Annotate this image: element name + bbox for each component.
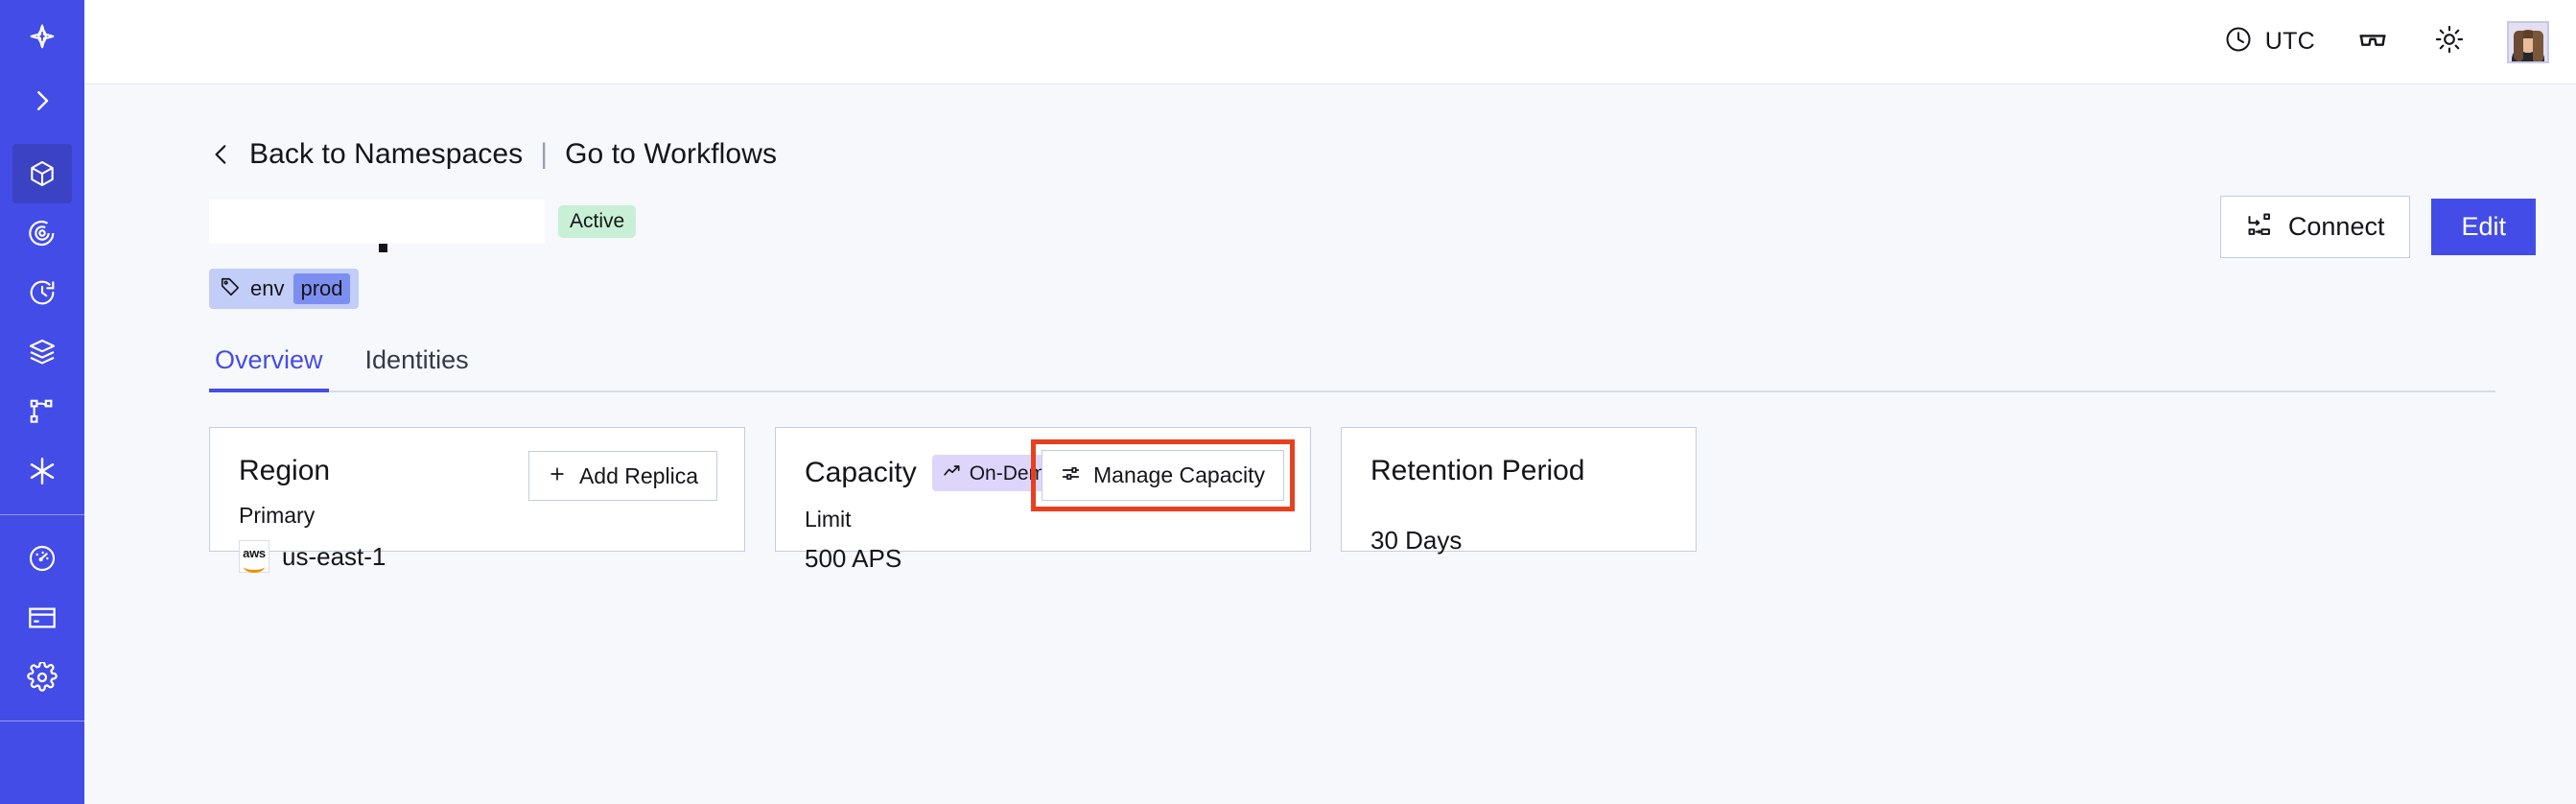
aws-logo-smile [244, 560, 265, 573]
region-primary-label: Primary [239, 503, 316, 528]
main-area: UTC [84, 0, 2576, 804]
retention-value: 30 Days [1370, 526, 1463, 555]
theme-toggle-button[interactable] [2430, 23, 2469, 61]
add-replica-label: Add Replica [578, 462, 698, 488]
sun-icon [2434, 24, 2465, 59]
connect-icon [2246, 211, 2273, 243]
add-replica-button[interactable]: Add Replica [527, 451, 717, 501]
chevron-right-icon [28, 86, 57, 115]
breadcrumb-separator: | [540, 138, 549, 170]
aws-logo-icon: aws [239, 540, 269, 573]
sidebar-item-nexus[interactable] [12, 441, 72, 501]
workflow-graph-icon [28, 397, 57, 426]
tag-key: env [250, 276, 285, 300]
tab-overview[interactable]: Overview [209, 345, 329, 392]
clock-icon [2224, 25, 2253, 59]
sliders-icon [1061, 463, 1081, 487]
status-badge: Active [558, 205, 637, 238]
namespace-name-redacted [209, 200, 545, 252]
sidebar-item-batch-operations[interactable] [12, 322, 72, 382]
edit-button[interactable]: Edit [2431, 199, 2536, 255]
sidebar-item-settings[interactable] [12, 648, 72, 707]
manage-capacity-button[interactable]: Manage Capacity [1042, 450, 1284, 501]
breadcrumb-back-link[interactable]: Back to Namespaces [249, 138, 524, 170]
credit-card-icon [27, 603, 58, 633]
sidebar-item-usage[interactable] [12, 529, 72, 588]
avatar-hair-right [2533, 30, 2543, 61]
manage-capacity-highlight: Manage Capacity [1031, 439, 1295, 511]
connect-button-label: Connect [2287, 212, 2385, 241]
top-bar-actions: UTC [2224, 20, 2549, 63]
asterisk-icon [26, 455, 59, 487]
region-value-row: aws us-east-1 [239, 540, 715, 573]
header-actions: Connect Edit [2219, 196, 2536, 258]
page-content: Back to Namespaces | Go to Workflows Act… [84, 84, 2576, 804]
plus-icon [548, 464, 567, 487]
chevron-left-icon[interactable] [209, 138, 234, 171]
aws-logo-text: aws [243, 545, 266, 560]
region-value: us-east-1 [282, 541, 386, 571]
glasses-button[interactable] [2354, 23, 2392, 61]
timezone-selector[interactable]: UTC [2224, 25, 2315, 59]
clock-history-icon [27, 277, 58, 308]
cube-icon [27, 158, 58, 189]
sidebar-item-expand-nav[interactable] [12, 71, 72, 130]
region-card-title: Region [239, 455, 331, 486]
card-retention-period: Retention Period 30 Days [1341, 427, 1697, 555]
avatar-fringe [2519, 30, 2538, 38]
gauge-icon [27, 543, 58, 574]
temporal-logo-icon [26, 22, 59, 55]
layers-icon [27, 337, 58, 367]
breadcrumb-workflows-link[interactable]: Go to Workflows [565, 138, 778, 170]
top-bar: UTC [84, 0, 2576, 84]
trending-up-icon [943, 461, 962, 485]
sidebar-item-temporal-logo[interactable] [12, 6, 72, 71]
manage-capacity-label: Manage Capacity [1093, 462, 1265, 487]
gear-icon [27, 662, 58, 693]
retention-card-title: Retention Period [1370, 455, 1585, 486]
namespace-header-row: Active Connect Edit [209, 196, 2536, 258]
card-region: Region Add Replica Primary aws [209, 427, 745, 573]
card-capacity: Capacity On-Demand [775, 427, 1311, 573]
timezone-label: UTC [2264, 28, 2315, 55]
breadcrumb: Back to Namespaces | Go to Workflows [209, 138, 2536, 171]
sidebar-item-observability[interactable] [12, 203, 72, 263]
eye-icon [27, 218, 58, 248]
capacity-card-title: Capacity [805, 457, 917, 488]
namespace-tags: env prod [209, 269, 2536, 309]
tag-value: prod [293, 273, 350, 304]
connect-button[interactable]: Connect [2219, 196, 2411, 258]
glasses-icon [2356, 23, 2389, 60]
primary-sidebar [0, 0, 84, 804]
sidebar-item-billing[interactable] [12, 588, 72, 648]
capacity-limit-label: Limit [805, 507, 852, 532]
tab-bar: Overview Identities [209, 345, 2495, 392]
tag-env[interactable]: env prod [209, 269, 359, 309]
tag-icon [220, 276, 241, 301]
overview-cards: Region Add Replica Primary aws [209, 427, 2536, 573]
region-card-head: Region [239, 455, 715, 487]
capacity-limit-value: 500 APS [805, 544, 902, 573]
retention-card-head: Retention Period [1370, 455, 1667, 487]
sidebar-item-workflows[interactable] [12, 382, 72, 441]
avatar-hair-left [2514, 30, 2523, 61]
sidebar-item-schedules[interactable] [12, 263, 72, 322]
edit-button-label: Edit [2461, 212, 2506, 241]
avatar[interactable] [2507, 20, 2549, 63]
sidebar-item-namespaces[interactable] [12, 144, 72, 203]
tab-identities[interactable]: Identities [364, 345, 469, 374]
sidebar-divider-top [0, 514, 84, 515]
